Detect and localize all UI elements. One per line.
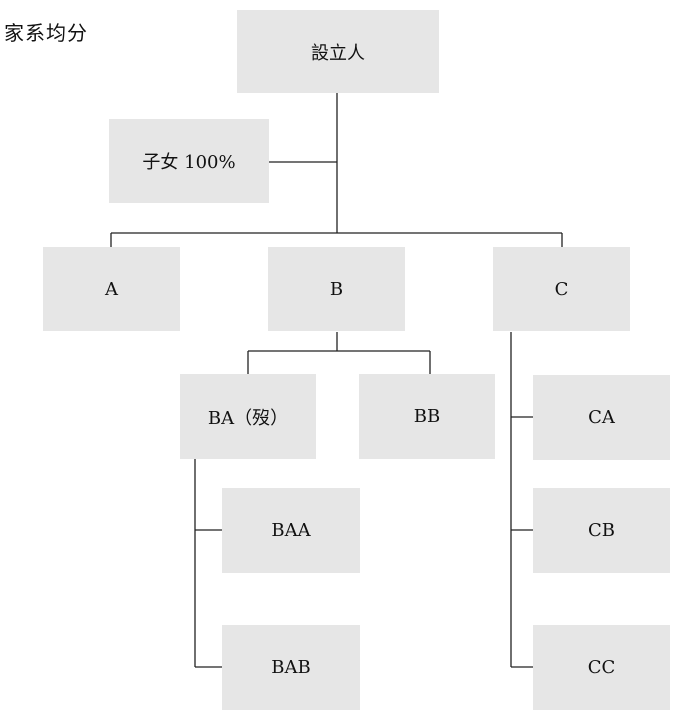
node-b: B	[268, 247, 405, 331]
node-baa-label: BAA	[271, 520, 311, 541]
node-b-label: B	[329, 278, 344, 300]
node-ba-label: BA（歿）	[207, 407, 289, 429]
node-cb: CB	[533, 488, 670, 573]
node-bab: BAB	[222, 625, 360, 710]
node-ca: CA	[533, 375, 670, 460]
node-cc: CC	[533, 625, 670, 710]
node-bb: BB	[359, 374, 495, 459]
node-c: C	[493, 247, 630, 331]
node-bb-label: BB	[413, 406, 441, 427]
children-share-label: 子女 100%	[142, 152, 236, 173]
founder-label: 設立人	[311, 42, 365, 64]
node-a: A	[43, 247, 180, 331]
node-a-label: A	[105, 278, 118, 300]
node-ca-label: CA	[588, 407, 615, 428]
node-bab-label: BAB	[271, 657, 311, 678]
node-cb-label: CB	[588, 520, 615, 541]
node-baa: BAA	[222, 488, 360, 573]
children-share-box: 子女 100%	[109, 119, 269, 203]
node-ba: BA（歿）	[180, 374, 316, 459]
node-c-label: C	[554, 278, 569, 300]
founder-box: 設立人	[237, 10, 439, 93]
diagram-title: 家系均分	[4, 21, 88, 45]
node-cc-label: CC	[587, 657, 616, 678]
